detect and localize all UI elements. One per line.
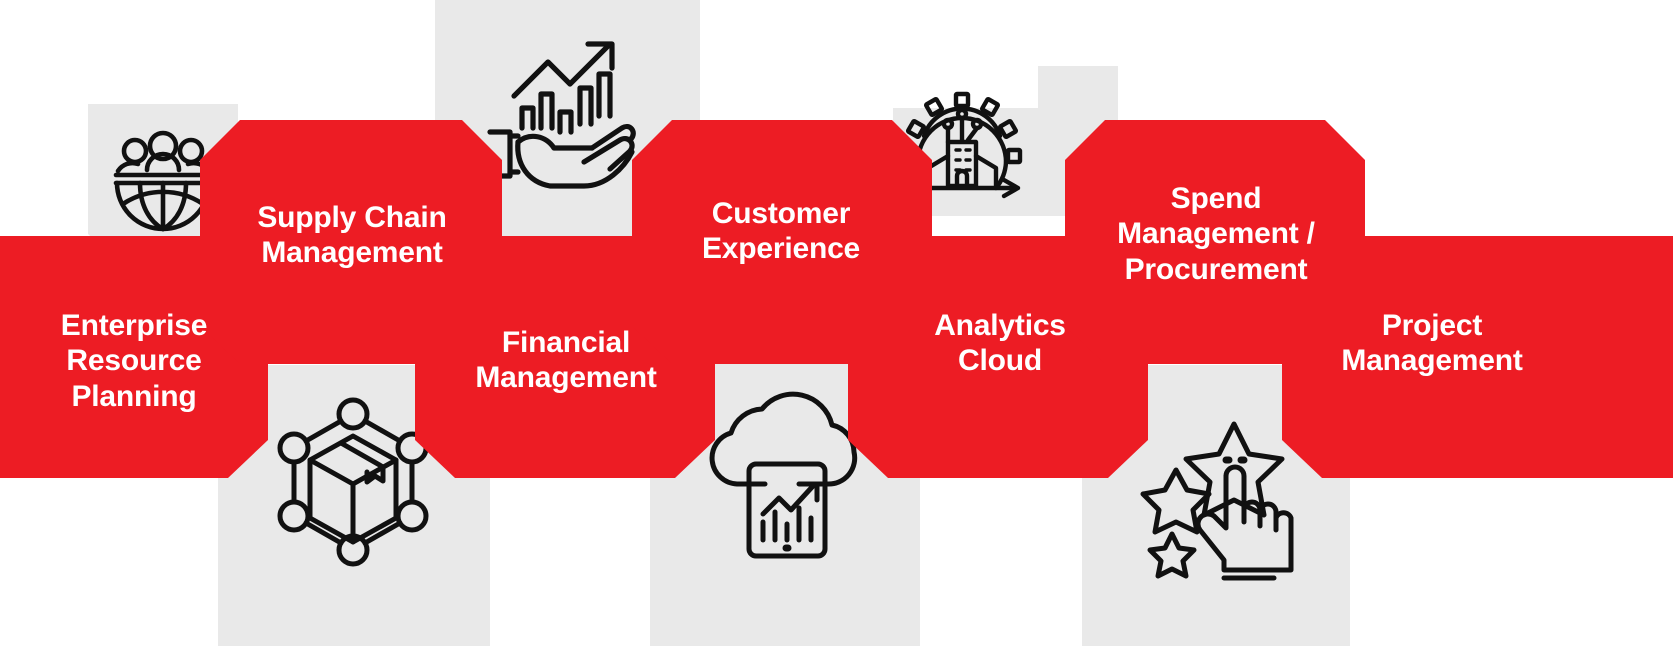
hexagon-project-management[interactable]	[1282, 236, 1673, 478]
cloud-report-icon	[709, 391, 858, 559]
people-globe-icon	[113, 130, 213, 232]
icon-tile-smart-factory	[893, 66, 1118, 216]
hand-growth-chart-icon	[487, 41, 636, 189]
icon-tile-global-team	[88, 104, 238, 262]
stars-hand-icon	[1140, 421, 1294, 581]
